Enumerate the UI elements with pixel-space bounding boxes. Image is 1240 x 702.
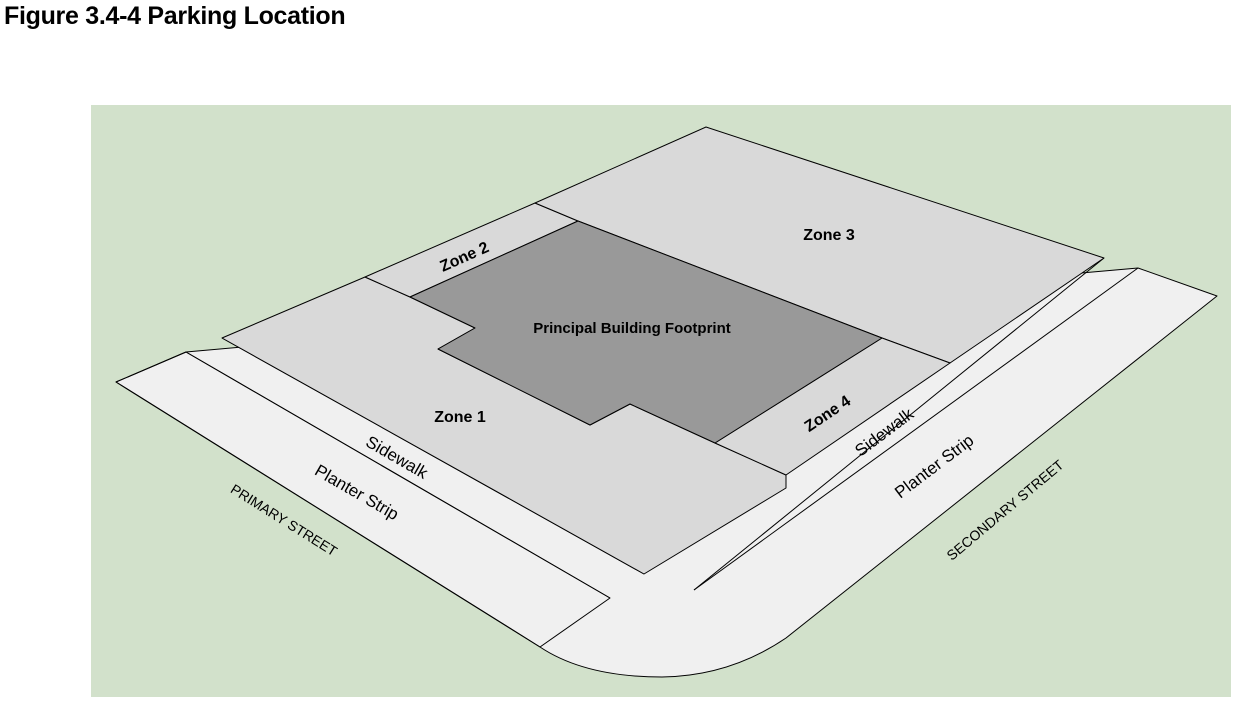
building-label: Principal Building Footprint (533, 320, 730, 337)
primary-street-cut (115, 351, 611, 648)
zone-1-label: Zone 1 (434, 409, 486, 426)
figure-title: Figure 3.4-4 Parking Location (4, 2, 346, 30)
sidewalk-edge-secondary (693, 257, 1105, 591)
planter-strip-edge-secondary (693, 267, 1139, 591)
principal-building-footprint (409, 220, 883, 444)
zone-3-label: Zone 3 (803, 227, 855, 244)
